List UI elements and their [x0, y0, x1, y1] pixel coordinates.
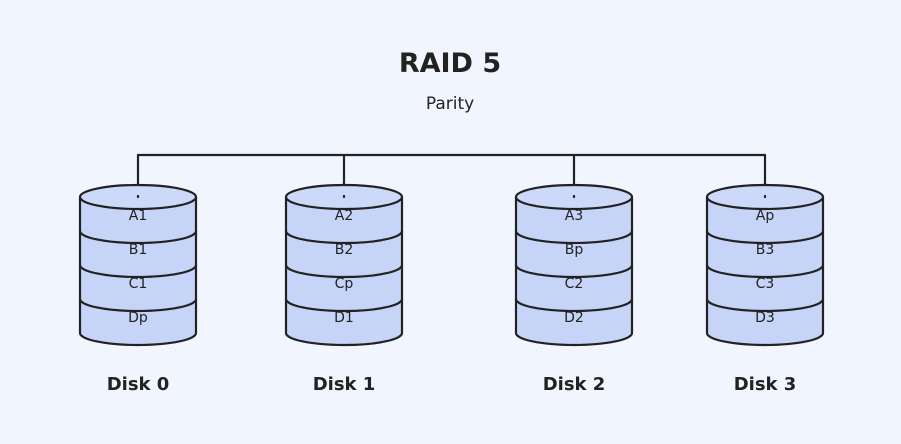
block-label: D2 — [564, 310, 584, 326]
block-label: A1 — [129, 208, 147, 224]
platter-edge — [705, 263, 825, 279]
platter-edge — [705, 297, 825, 313]
disk-body — [516, 197, 632, 345]
platter-edge — [78, 263, 198, 279]
disk-label: Disk 2 — [543, 374, 606, 395]
block-label: Dp — [128, 310, 148, 326]
disk-label: Disk 0 — [107, 374, 170, 395]
platter-edge — [284, 297, 404, 313]
block-label: A2 — [335, 208, 353, 224]
block-label: B2 — [335, 242, 354, 258]
block-label: A3 — [565, 208, 583, 224]
platter-edge — [514, 263, 634, 279]
platter-edge — [705, 331, 825, 347]
diagram-subtitle: Parity — [426, 94, 474, 114]
platter-edge — [514, 331, 634, 347]
platter-edge — [284, 263, 404, 279]
platter-edge — [78, 297, 198, 313]
platter-edge — [514, 297, 634, 313]
block-label: Cp — [335, 276, 354, 292]
platter-edge — [514, 229, 634, 245]
block-label: C3 — [756, 276, 775, 292]
diagram-title: RAID 5 — [399, 48, 501, 79]
block-label: C2 — [565, 276, 584, 292]
disk-body — [707, 197, 823, 345]
block-label: D1 — [334, 310, 354, 326]
platter-edge — [78, 331, 198, 347]
block-label: C1 — [129, 276, 148, 292]
bus-connector — [136, 153, 767, 199]
disk-body — [80, 197, 196, 345]
block-label: Bp — [565, 242, 584, 258]
platter-edge — [705, 229, 825, 245]
platter-edge — [284, 229, 404, 245]
block-label: B3 — [756, 242, 775, 258]
disk-label: Disk 3 — [734, 374, 797, 395]
disk-label: Disk 1 — [313, 374, 376, 395]
block-label: B1 — [129, 242, 148, 258]
platter-edge — [284, 331, 404, 347]
disk-body — [286, 197, 402, 345]
block-label: D3 — [755, 310, 775, 326]
platter-edge — [78, 229, 198, 245]
block-label: Ap — [756, 208, 775, 224]
